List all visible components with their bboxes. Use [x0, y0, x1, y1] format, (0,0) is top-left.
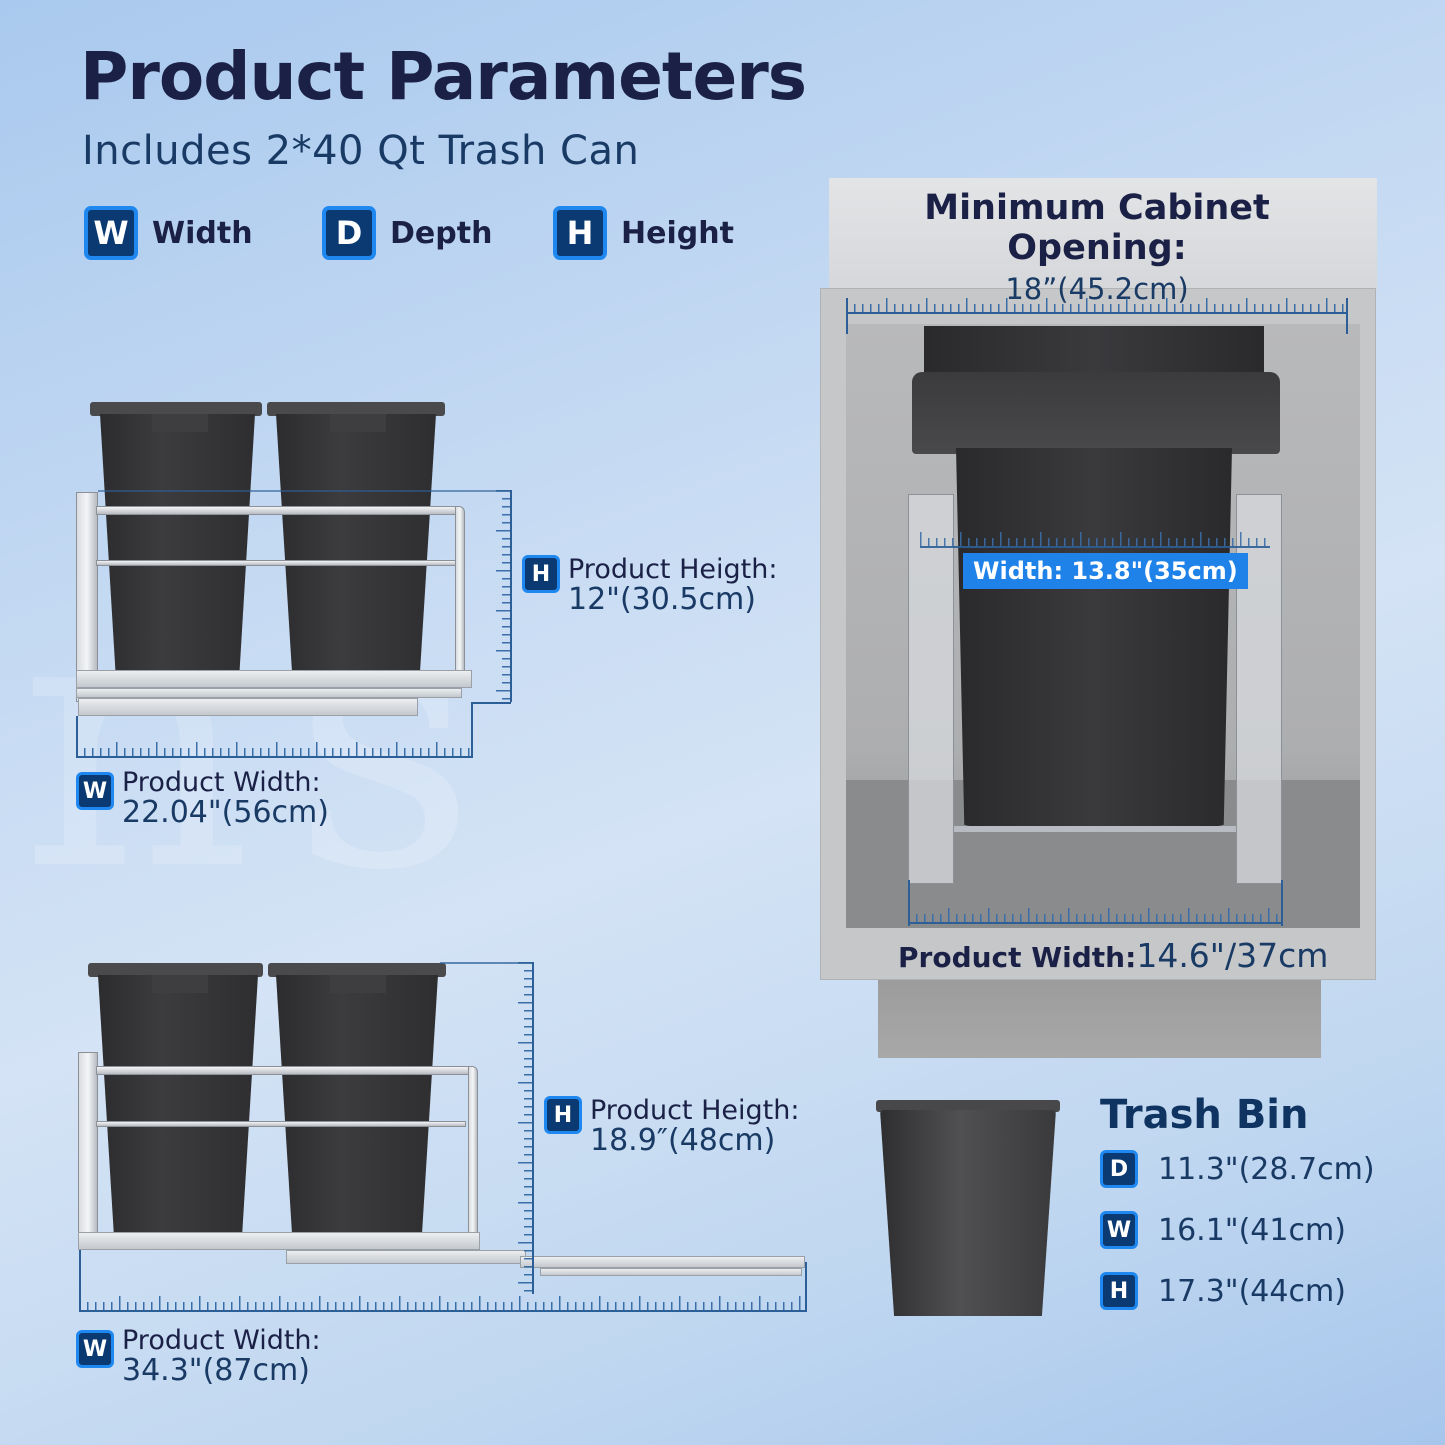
cabinet-top-panel — [829, 178, 1377, 290]
product-width-ruler — [908, 908, 1282, 924]
bottom-bar — [954, 826, 1236, 832]
page-subtitle: Includes 2*40 Qt Trash Can — [82, 128, 640, 174]
spec-value: 11.3"(28.7cm) — [1158, 1151, 1375, 1187]
front-bin-rim — [912, 372, 1280, 454]
legend-label: Depth — [390, 215, 493, 251]
width-badge-icon: W — [1100, 1211, 1138, 1249]
front-trash-bin — [956, 448, 1232, 826]
legend-depth: D Depth — [322, 206, 492, 260]
closed-height-spec: H Product Heigth: 12"(30.5cm) — [522, 555, 777, 617]
spec-value: 18.9″(48cm) — [590, 1123, 776, 1159]
height-ruler — [496, 490, 512, 702]
left-bracket — [908, 494, 954, 884]
extended-pullout-illustration — [0, 0, 805, 1276]
closed-width-spec: W Product Width: 22.04"(56cm) — [76, 768, 329, 830]
spec-value: 22.04"(56cm) — [122, 795, 329, 831]
spec-label: Product Width: — [122, 767, 321, 798]
height-badge-icon: H — [553, 206, 607, 260]
extended-height-spec: H Product Heigth: 18.9″(48cm) — [544, 1096, 799, 1158]
spec-value: 12"(30.5cm) — [568, 582, 756, 618]
closed-pullout-illustration — [0, 0, 472, 716]
cabinet-opening-ruler — [846, 298, 1348, 314]
width-ruler — [79, 1296, 806, 1312]
trash-bin-illustration — [880, 1110, 1056, 1316]
cabinet-opening-title: Minimum Cabinet Opening: — [924, 188, 1270, 268]
inner-width-ruler — [920, 532, 1270, 548]
trash-bin-side — [98, 975, 258, 1237]
depth-badge-icon: D — [1100, 1150, 1138, 1188]
spec-value: 16.1"(41cm) — [1158, 1212, 1346, 1248]
width-ruler — [76, 742, 473, 758]
page-title: Product Parameters — [80, 38, 807, 115]
spec-value: 17.3"(44cm) — [1158, 1273, 1346, 1309]
depth-badge-icon: D — [322, 206, 376, 260]
trash-bin-lid — [876, 1100, 1060, 1112]
spec-label: Product Heigth: — [590, 1095, 800, 1126]
spec-label: Product Width: — [122, 1325, 321, 1356]
cabinet-product-width: Product Width: 14.6"/37cm — [898, 936, 1328, 975]
spec-label: Product Heigth: — [568, 554, 778, 585]
cabinet-base — [878, 980, 1321, 1058]
width-badge-icon: W — [84, 206, 138, 260]
trash-bin-title: Trash Bin — [1100, 1092, 1309, 1138]
trash-bin-depth: D 11.3"(28.7cm) — [1100, 1150, 1375, 1188]
legend-width: W Width — [84, 206, 253, 260]
spec-label: Product Width: — [898, 941, 1137, 974]
trash-bin-width: W 16.1"(41cm) — [1100, 1211, 1346, 1249]
trash-bin-side — [276, 975, 438, 1237]
height-badge-icon: H — [1100, 1272, 1138, 1310]
inner-width-tag: Width: 13.8"(35cm) — [963, 553, 1248, 589]
legend-height: H Height — [553, 206, 734, 260]
height-badge-icon: H — [544, 1096, 582, 1134]
height-badge-icon: H — [522, 555, 560, 593]
width-badge-icon: W — [76, 772, 114, 810]
extended-width-spec: W Product Width: 34.3"(87cm) — [76, 1326, 321, 1388]
legend-label: Width — [152, 215, 253, 251]
spec-value: 14.6"/37cm — [1136, 936, 1329, 975]
width-badge-icon: W — [76, 1330, 114, 1368]
height-ruler — [518, 962, 534, 1294]
spec-value: 34.3"(87cm) — [122, 1353, 310, 1389]
cabinet-opening-header: Minimum Cabinet Opening: 18”(45.2cm) — [842, 188, 1352, 306]
trash-bin-side — [276, 414, 436, 672]
trash-bin-height: H 17.3"(44cm) — [1100, 1272, 1346, 1310]
trash-bin-side — [100, 414, 255, 672]
legend-label: Height — [621, 215, 734, 251]
